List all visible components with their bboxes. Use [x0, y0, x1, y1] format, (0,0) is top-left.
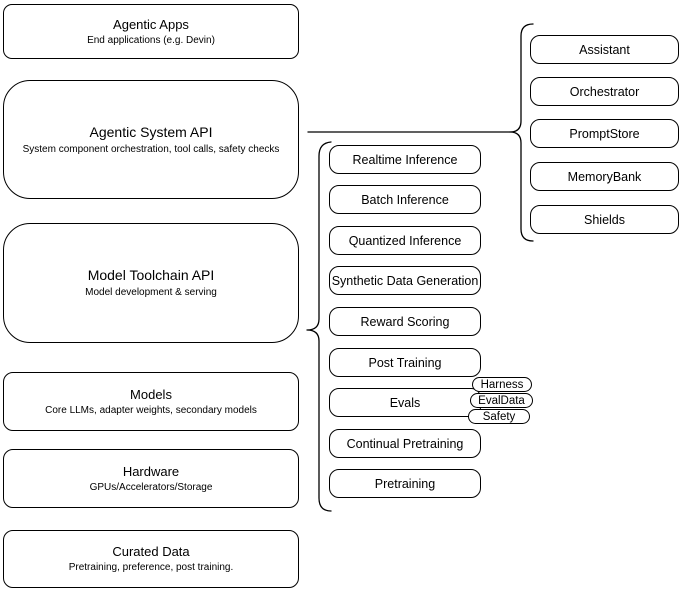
box-subtitle: Pretraining, preference, post training. — [68, 562, 234, 573]
box-evals: Evals — [329, 388, 481, 417]
box-title: Models — [130, 386, 172, 402]
box-quantized-inference: Quantized Inference — [329, 226, 481, 255]
box-synthetic-data-generation: Synthetic Data Generation — [329, 266, 481, 295]
box-title: Curated Data — [112, 544, 190, 559]
box-subtitle: End applications (e.g. Devin) — [87, 34, 215, 46]
box-agentic-system-api: Agentic System API System component orch… — [3, 80, 299, 199]
box-curated-data: Curated Data Pretraining, preference, po… — [3, 530, 299, 588]
box-reward-scoring: Reward Scoring — [329, 307, 481, 336]
box-realtime-inference: Realtime Inference — [329, 145, 481, 174]
box-continual-pretraining: Continual Pretraining — [329, 429, 481, 458]
pill-harness: Harness — [472, 377, 532, 392]
box-models: Models Core LLMs, adapter weights, secon… — [3, 372, 299, 431]
box-agentic-apps: Agentic Apps End applications (e.g. Devi… — [3, 4, 299, 59]
box-subtitle: System component orchestration, tool cal… — [22, 143, 280, 155]
box-subtitle: Model development & serving — [85, 287, 217, 298]
box-model-toolchain-api: Model Toolchain API Model development & … — [3, 223, 299, 343]
box-subtitle: Core LLMs, adapter weights, secondary mo… — [45, 404, 257, 416]
box-orchestrator: Orchestrator — [530, 77, 679, 106]
box-post-training: Post Training — [329, 348, 481, 377]
box-batch-inference: Batch Inference — [329, 185, 481, 214]
box-title: Hardware — [122, 463, 180, 479]
box-assistant: Assistant — [530, 35, 679, 64]
box-shields: Shields — [530, 205, 679, 234]
box-title: Model Toolchain API — [87, 267, 215, 283]
box-hardware: Hardware GPUs/Accelerators/Storage — [3, 449, 299, 508]
box-pretraining: Pretraining — [329, 469, 481, 498]
box-memorybank: MemoryBank — [530, 162, 679, 191]
box-title: Agentic System API — [89, 123, 213, 140]
pill-safety: Safety — [468, 409, 530, 424]
pill-evaldata: EvalData — [470, 393, 533, 408]
box-promptstore: PromptStore — [530, 119, 679, 148]
toolchain-group-brace — [306, 141, 332, 512]
box-subtitle: GPUs/Accelerators/Storage — [89, 481, 213, 493]
box-title: Agentic Apps — [113, 16, 189, 32]
